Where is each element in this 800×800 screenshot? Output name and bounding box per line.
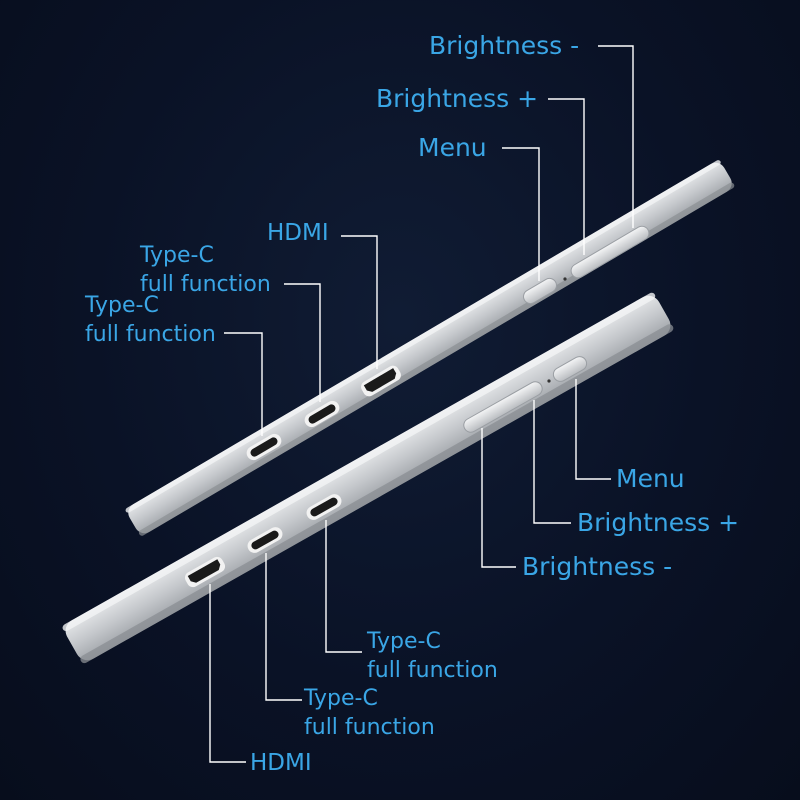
top-typec-port-2 bbox=[304, 400, 340, 428]
label-top-hdmi: HDMI bbox=[267, 220, 329, 246]
leader-bottom-hdmi bbox=[209, 584, 246, 763]
label-top-typec-1-line1: Type-C bbox=[85, 293, 159, 318]
leader-bottom-brightness-plus bbox=[533, 400, 571, 524]
bottom-menu-button bbox=[552, 356, 588, 382]
label-top-brightness-plus: Brightness + bbox=[376, 84, 539, 113]
leader-bottom-typec-1 bbox=[265, 553, 302, 701]
label-top-typec-2-line2: full function bbox=[140, 272, 271, 297]
label-bottom-typec-2-line1: Type-C bbox=[367, 629, 441, 654]
label-bottom-typec-2: Type-C full function bbox=[367, 627, 498, 685]
leader-top-typec-2 bbox=[284, 283, 321, 402]
top-hdmi-port bbox=[361, 365, 401, 397]
label-bottom-menu: Menu bbox=[616, 464, 685, 493]
leader-top-brightness-plus bbox=[548, 98, 585, 255]
leader-top-typec-1 bbox=[224, 332, 263, 436]
top-menu-button bbox=[523, 277, 557, 305]
leader-top-menu bbox=[502, 147, 540, 281]
label-bottom-hdmi: HDMI bbox=[250, 750, 312, 776]
label-bottom-typec-2-line2: full function bbox=[367, 658, 498, 683]
leader-top-hdmi bbox=[341, 235, 378, 369]
top-brightness-rocker bbox=[570, 225, 650, 279]
leader-top-brightness-minus bbox=[598, 45, 634, 228]
label-bottom-typec-1-line1: Type-C bbox=[304, 686, 378, 711]
top-indicator-dot bbox=[563, 277, 567, 281]
bottom-device bbox=[62, 292, 674, 664]
leader-bottom-brightness-minus bbox=[481, 428, 516, 568]
label-bottom-typec-1-line2: full function bbox=[304, 715, 435, 740]
label-top-typec-1: Type-C full function bbox=[85, 291, 216, 349]
label-bottom-brightness-plus: Brightness + bbox=[577, 508, 740, 537]
label-top-typec-2: Type-C full function bbox=[140, 241, 271, 299]
bottom-indicator-dot bbox=[547, 379, 551, 383]
leader-bottom-typec-2 bbox=[325, 520, 362, 653]
label-bottom-typec-1: Type-C full function bbox=[304, 684, 435, 742]
bottom-typec-port-1 bbox=[247, 527, 283, 553]
label-bottom-brightness-minus: Brightness - bbox=[522, 552, 673, 581]
bottom-typec-port-2 bbox=[306, 494, 342, 520]
bottom-brightness-rocker bbox=[463, 381, 543, 433]
label-top-typec-2-line1: Type-C bbox=[140, 243, 214, 268]
label-top-brightness-minus: Brightness - bbox=[429, 31, 580, 60]
bottom-hdmi-port bbox=[184, 556, 226, 588]
leader-bottom-menu bbox=[575, 379, 611, 480]
label-top-typec-1-line2: full function bbox=[85, 322, 216, 347]
label-top-menu: Menu bbox=[418, 133, 487, 162]
top-device bbox=[125, 160, 735, 536]
top-typec-port-1 bbox=[246, 433, 282, 461]
